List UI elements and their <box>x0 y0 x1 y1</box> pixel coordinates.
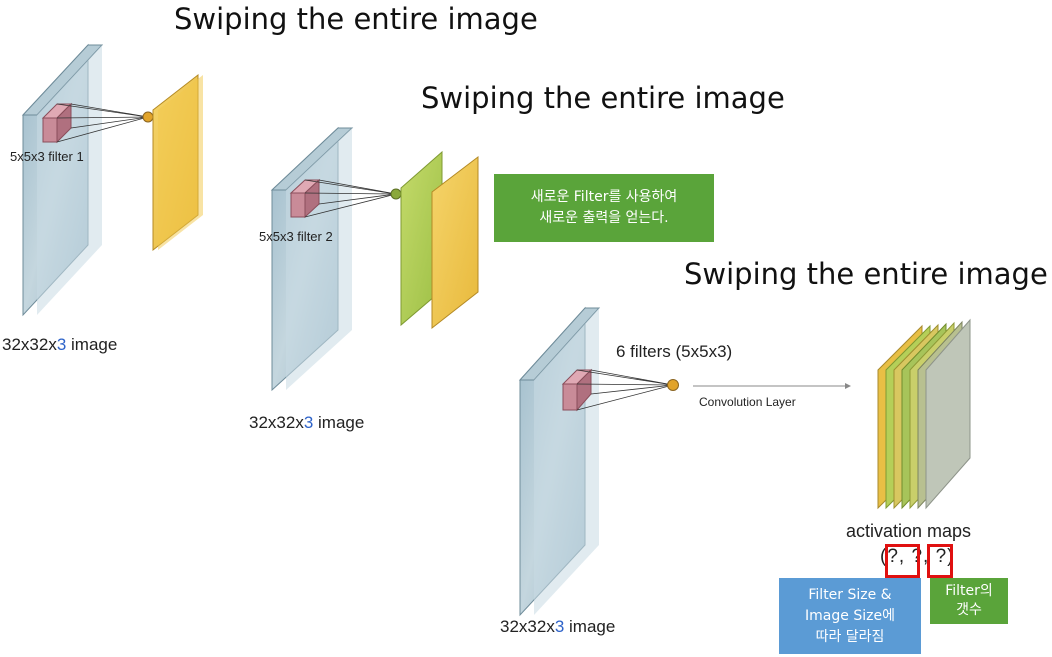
panel3-note-count-line1: Filter의 <box>945 583 993 599</box>
panel2-image-label-depth: 3 <box>303 413 314 432</box>
panel3-note-size-line3: 따라 달라짐 <box>815 628 885 645</box>
panel1-image-label-depth: 3 <box>56 335 67 354</box>
panel3-neuron-dot <box>667 379 679 391</box>
panel1-activation-map <box>152 73 203 252</box>
panel2-activation-map-yellow <box>431 155 479 330</box>
panel3-note-count-box: Filter의 갯수 <box>930 578 1008 624</box>
panel2-filter-label: 5x5x3 filter 2 <box>259 229 333 244</box>
panel3-image-label-suffix: image <box>564 617 616 636</box>
panel2-neuron-dot <box>390 188 402 200</box>
panel1-image-label-prefix: 32x32x <box>2 335 57 354</box>
panel3-note-size-line2: Image Size에 <box>805 607 895 624</box>
panel3-image-label: 32x32x3 image <box>500 617 615 637</box>
panel3-shape-text: (?, ?, ?) <box>880 546 955 567</box>
panel2-image-label: 32x32x3 image <box>249 413 364 433</box>
panel3-activation-maps-stack <box>877 318 971 510</box>
panel1-input-volume <box>21 43 104 317</box>
panel1-filter-label: 5x5x3 filter 1 <box>10 149 84 164</box>
panel1-filter-cube <box>41 102 73 144</box>
panel3-input-volume <box>518 306 601 617</box>
panel3-filters-label: 6 filters (5x5x3) <box>616 342 733 361</box>
panel3-arrow-label: Convolution Layer <box>699 395 796 409</box>
panel1-filter-lines <box>56 103 149 143</box>
panel2-title: Swiping the entire image <box>421 81 785 115</box>
panel3-maps-label: activation maps <box>846 521 972 541</box>
panel2-filter-lines <box>304 179 397 218</box>
panel2-image-label-suffix: image <box>313 413 365 432</box>
panel2-note-line2: 새로운 출력을 얻는다. <box>539 210 669 226</box>
panel2-filter-cube <box>289 178 321 219</box>
panel3-title: Swiping the entire image <box>684 257 1048 291</box>
panel1-neuron-dot <box>142 111 154 123</box>
panel3-arrow <box>693 383 851 389</box>
panel3-filter-lines <box>576 369 674 411</box>
panel3-note-size-box: Filter Size & Image Size에 따라 달라짐 <box>779 578 921 654</box>
panel3-image-label-depth: 3 <box>554 617 565 636</box>
panel2-input-volume <box>270 126 354 392</box>
panel3-note-count-line2: 갯수 <box>956 602 982 618</box>
panel3-image-label-prefix: 32x32x <box>500 617 555 636</box>
panel3-note-size-line1: Filter Size & <box>808 586 892 603</box>
panel3-highlight-size <box>885 544 920 578</box>
panel2-image-label-prefix: 32x32x <box>249 413 304 432</box>
panel3-highlight-count <box>927 544 953 578</box>
panel2-note-line1: 새로운 Filter를 사용하여 <box>530 189 678 205</box>
panel1-image-label-suffix: image <box>66 335 118 354</box>
panel2-note-box: 새로운 Filter를 사용하여 새로운 출력을 얻는다. <box>494 174 714 242</box>
panel1-image-label: 32x32x3 image <box>2 335 117 355</box>
panel1-title: Swiping the entire image <box>174 2 538 36</box>
